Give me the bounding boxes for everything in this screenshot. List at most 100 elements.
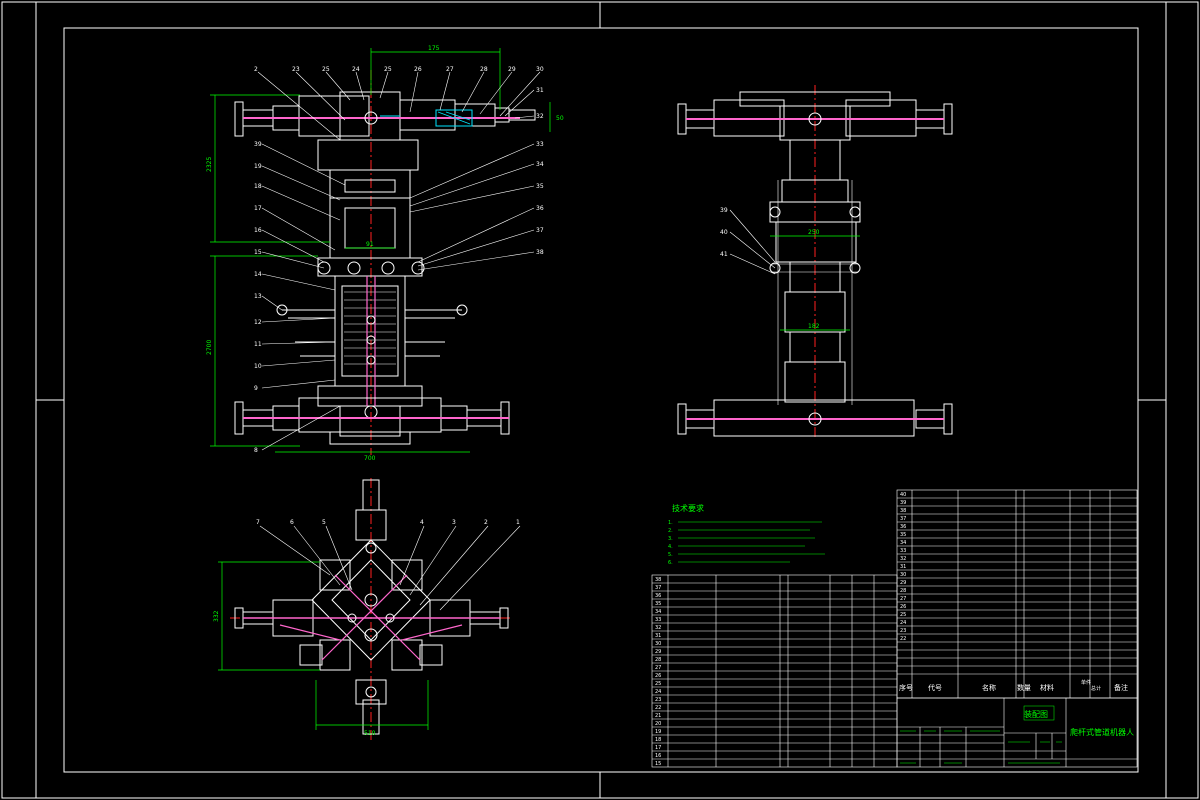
row-number: 26 — [655, 673, 661, 679]
balloon: 39 — [720, 207, 728, 214]
balloon: 10 — [254, 363, 262, 370]
title-block-fill: 装配图 爬杆式管道机器人 — [900, 705, 1134, 764]
row-number: 30 — [655, 641, 661, 647]
row-number: 36 — [900, 524, 906, 530]
row-number: 37 — [655, 585, 661, 591]
balloon: 15 — [254, 249, 262, 256]
balloon: 40 — [720, 229, 728, 236]
balloon: 7 — [256, 519, 260, 526]
balloon: 14 — [254, 271, 262, 278]
row-number: 15 — [655, 761, 661, 767]
side-view: 250 182 39 40 41 — [677, 85, 953, 440]
balloon: 34 — [536, 161, 544, 168]
row-number: 24 — [655, 689, 661, 695]
row-number: 29 — [900, 580, 906, 586]
row-number: 22 — [655, 705, 661, 711]
tech-title: 技术要求 — [672, 503, 704, 513]
tech-requirements: 技术要求 1. 2. 3. 4. 5. 6. — [668, 503, 825, 566]
row-number: 40 — [900, 492, 906, 498]
tech-line: 4. — [668, 544, 673, 550]
row-number: 38 — [900, 508, 906, 514]
row-number: 27 — [655, 665, 661, 671]
balloon: 35 — [536, 183, 544, 190]
row-number: 20 — [655, 721, 661, 727]
parts-list-right-numbers: 40 39 38 37 36 35 34 33 32 31 30 29 28 2… — [900, 492, 906, 642]
row-number: 25 — [655, 681, 661, 687]
row-number: 30 — [900, 572, 906, 578]
balloon: 9 — [254, 385, 258, 392]
row-number: 16 — [655, 753, 661, 759]
parts-list-right — [896, 489, 1138, 699]
dim-side: 50 — [556, 115, 564, 122]
balloon: 37 — [536, 227, 544, 234]
parts-list-header: 序号 代号 名称 数量 材料 单件 总计 备注 — [899, 679, 1128, 692]
row-number: 31 — [900, 564, 906, 570]
row-number: 34 — [655, 609, 661, 615]
row-number: 17 — [655, 745, 661, 751]
dim-top-bottom: 510 — [364, 730, 376, 737]
balloon: 17 — [254, 205, 262, 212]
row-number: 35 — [655, 601, 661, 607]
row-number: 25 — [900, 612, 906, 618]
balloon: 2 — [254, 66, 258, 73]
top-view: 332 510 7 6 5 4 3 2 1 — [213, 478, 521, 740]
dim-bottom-width: 700 — [364, 455, 376, 462]
dim-mid-width: 91 — [366, 241, 374, 248]
balloon: 13 — [254, 293, 262, 300]
drawing-name: 装配图 — [1024, 709, 1048, 719]
balloon: 4 — [420, 519, 424, 526]
header-remark: 备注 — [1114, 683, 1128, 692]
balloon: 16 — [254, 227, 262, 234]
balloon: 1 — [516, 519, 520, 526]
row-number: 22 — [900, 636, 906, 642]
row-number: 28 — [900, 588, 906, 594]
balloon: 38 — [536, 249, 544, 256]
dim-side-upper: 250 — [808, 229, 820, 236]
balloon: 30 — [536, 66, 544, 73]
balloon: 24 — [352, 66, 360, 73]
balloon: 5 — [322, 519, 326, 526]
row-number: 26 — [900, 604, 906, 610]
dim-upper-height: 2325 — [206, 157, 213, 172]
row-number: 28 — [655, 657, 661, 663]
row-number: 23 — [900, 628, 906, 634]
header-material: 材料 — [1040, 683, 1054, 692]
front-balloons-top: 2 23 25 24 25 26 27 28 29 30 — [254, 66, 544, 73]
balloon: 11 — [254, 341, 262, 348]
balloon: 31 — [536, 87, 544, 94]
row-number: 19 — [655, 729, 661, 735]
tech-line: 1. — [668, 520, 673, 526]
dim-top-left: 332 — [213, 610, 220, 622]
dim-side-lower: 182 — [808, 323, 820, 330]
row-number: 33 — [900, 548, 906, 554]
product-name: 爬杆式管道机器人 — [1070, 727, 1134, 737]
row-number: 31 — [655, 633, 661, 639]
tech-line: 6. — [668, 560, 673, 566]
balloon: 19 — [254, 163, 262, 170]
tech-line: 2. — [668, 528, 673, 534]
row-number: 29 — [655, 649, 661, 655]
header-qty: 数量 — [1017, 683, 1031, 692]
header-name: 名称 — [982, 683, 996, 692]
balloon: 33 — [536, 141, 544, 148]
parts-list-left-numbers: 38 37 36 35 34 33 32 31 30 29 28 27 26 2… — [655, 577, 661, 767]
row-number: 32 — [900, 556, 906, 562]
tech-line: 5. — [668, 552, 673, 558]
row-number: 37 — [900, 516, 906, 522]
balloon: 18 — [254, 183, 262, 190]
balloon: 26 — [414, 66, 422, 73]
row-number: 24 — [900, 620, 906, 626]
balloon: 28 — [480, 66, 488, 73]
front-view: 175 2325 2700 700 91 50 2 23 25 24 25 26… — [206, 45, 564, 462]
row-number: 34 — [900, 540, 906, 546]
front-balloons-left: 39 19 18 17 16 15 14 13 12 11 10 9 8 — [254, 141, 262, 454]
balloon: 6 — [290, 519, 294, 526]
balloon: 2 — [484, 519, 488, 526]
balloon: 41 — [720, 251, 728, 258]
title-block — [896, 697, 1138, 768]
header-code: 代号 — [928, 683, 942, 692]
dim-top-width: 175 — [428, 45, 440, 52]
row-number: 38 — [655, 577, 661, 583]
